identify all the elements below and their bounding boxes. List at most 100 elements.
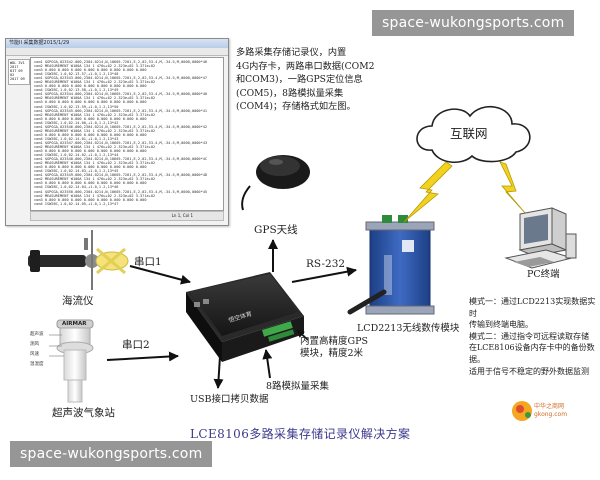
sensor-part-label: 测风 [30, 342, 39, 347]
log-line: com3 0.000 0.000 0.000 0.000 0.000 0.000… [34, 68, 147, 73]
log-line: com1 $GPGGA,023550.000,2304.0214,N,10605… [34, 189, 208, 194]
log-line: com1 $GPGGA,023547.000,2304.0214,N,10605… [34, 140, 208, 145]
mode-line: 模式二：通过指令可远程读取存储 [469, 331, 589, 341]
label-serial2: 串口2 [122, 339, 150, 351]
log-line: com4 ISW2BC,1.0,02.14.03,+1.0,1.2,13*45 [34, 169, 119, 174]
internet-cloud-icon [416, 106, 531, 163]
description-line: 4G内存卡，两路串口数据(COM2 [236, 60, 375, 72]
log-line: com2 MEASUREMENT W100A 134 1 476u+02 2.3… [34, 177, 156, 182]
side-line: WDL 3V1 2017 [10, 61, 25, 69]
log-line: com3 0.000 0.000 0.000 0.000 0.000 0.000… [34, 100, 147, 105]
gps-antenna-icon [241, 155, 310, 211]
site-logo-text: 中华之商网 gkong.com [534, 403, 567, 419]
label-usb: USB接口拷贝数据 [190, 394, 269, 405]
log-line: com1 $GPGGA,023543.000,2304.0214,N,10605… [34, 76, 208, 81]
sensor-part-label: 风速 [30, 352, 39, 357]
log-line: com3 0.000 0.000 0.000 0.000 0.000 0.000… [34, 149, 147, 154]
side-line: BIT 09 02 [10, 69, 23, 77]
log-line: com1 $GPGGA,023545.000,2304.0214,N,10605… [34, 108, 208, 113]
screenshot-side-panel: WDL 3V1 2017 BIT 09 02 2017 09 [8, 59, 30, 85]
log-line: com4 ISW2BC,1.0,02.14.00,+1.0,1.2,13*42 [34, 120, 119, 125]
weather-station-icon [49, 319, 94, 403]
pc-terminal-icon [504, 207, 577, 269]
log-line: com3 0.000 0.000 0.000 0.000 0.000 0.000… [34, 165, 147, 170]
log-line: com1 $GPGGA,023548.000,2304.0214,N,10605… [34, 157, 208, 162]
current-meter-icon [28, 230, 129, 290]
gps-module-line: 模块，精度2米 [300, 348, 364, 359]
log-line: com1 $GPGGA,023542.000,2304.0214,N,10605… [34, 60, 208, 64]
label-pc: PC终端 [527, 269, 560, 280]
log-line: com2 MEASUREMENT W100A 134 1 476u+02 2.3… [34, 64, 156, 69]
label-gps-antenna: GPS天线 [254, 224, 298, 236]
label-serial1: 串口1 [134, 256, 162, 268]
description-text: 多路采集存储记录仪，内置 4G内存卡，两路串口数据(COM2 和COM3)，一路… [236, 46, 376, 114]
arrow-serial2 [106, 351, 179, 362]
description-line: (COM5)，8路模拟量采集 [236, 87, 344, 99]
gps-module-line: 内置高精度GPS [300, 336, 368, 347]
log-line: com3 0.000 0.000 0.000 0.000 0.000 0.000… [34, 197, 147, 202]
log-line: com2 MEASUREMENT W100A 134 1 476u+02 2.3… [34, 112, 156, 117]
log-line: com3 0.000 0.000 0.000 0.000 0.000 0.000… [34, 132, 147, 137]
side-line: 2017 09 [10, 77, 25, 81]
logo-line: 中华之商网 [534, 403, 565, 410]
label-analog: 8路模拟量采集 [266, 381, 330, 392]
sensor-part-label: 超声波 [30, 332, 44, 337]
data-log-screenshot: 节能II 采集数据2015/1/29 WDL 3V1 2017 BIT 09 0… [5, 38, 229, 226]
log-line: com4 ISW2BC,1.0,02.14.01,+1.0,1.2,13*43 [34, 136, 119, 141]
log-line: com3 0.000 0.000 0.000 0.000 0.000 0.000… [34, 116, 147, 121]
mode-line: 据。 [469, 354, 485, 364]
sensor-parts: 超声波 测风 风速 温湿度 [30, 330, 44, 370]
wireless-bolt-icon [403, 161, 453, 223]
description-line: 多路采集存储记录仪，内置 [236, 47, 347, 58]
log-line: com3 0.000 0.000 0.000 0.000 0.000 0.000… [34, 181, 147, 186]
modes-text: 模式一：通过LCD2213实现数据实时 传输到终端电脑。 模式二：通过指令可远程… [469, 296, 597, 377]
label-rs232: RS-232 [306, 258, 346, 270]
label-modem: LCD2213无线数传模块 [357, 323, 460, 334]
description-line: (COM4)；存储格式如左图。 [236, 101, 356, 113]
log-line: com2 MEASUREMENT W100A 134 1 476u+02 2.3… [34, 193, 156, 198]
label-current-meter: 海流仪 [62, 295, 94, 307]
arrow-rs232 [291, 266, 357, 283]
arrow-usb [213, 355, 224, 389]
label-weather-station: 超声波气象站 [52, 407, 115, 419]
screenshot-titlebar: 节能II 采集数据2015/1/29 [6, 39, 228, 48]
log-line: com3 0.000 0.000 0.000 0.000 0.000 0.000… [34, 84, 147, 89]
modem-icon [347, 215, 435, 315]
log-line: com4 ISW2BC,1.0,02.14.04,+1.0,1.2,13*46 [34, 185, 119, 190]
logger-device-icon [186, 272, 304, 362]
log-line: com4 ISW2BC,1.0,02.13.58,+1.0,1.2,13*49 [34, 88, 119, 93]
mode-line: 适用于信号不稳定的野外数据监测 [469, 366, 589, 376]
watermark-bottom: space-wukongsports.com [10, 441, 213, 467]
mode-line: 模式一：通过LCD2213实现数据实时 [469, 297, 596, 318]
log-line: com4 ISW2BC,1.0,02.13.57,+1.0,1.2,13*48 [34, 72, 119, 77]
log-line: com1 $GPGGA,023546.000,2304.0214,N,10605… [34, 124, 208, 129]
log-line: com2 MEASUREMENT W100A 134 1 476u+02 2.3… [34, 96, 156, 101]
screenshot-statusbar: Ln 1, Col 1 [30, 211, 224, 221]
log-line: com4 ISW2BC,1.0,02.13.59,+1.0,1.2,13*50 [34, 104, 119, 109]
log-line: com1 $GPGGA,023549.000,2304.0214,N,10605… [34, 173, 208, 178]
site-logo-icon [512, 401, 532, 421]
sensor-part-label: 温湿度 [30, 362, 44, 367]
log-line: com4 ISW2BC,1.0,02.14.02,+1.0,1.2,13*44 [34, 153, 119, 158]
log-line: com1 $GPGGA,023544.000,2304.0214,N,10605… [34, 92, 208, 97]
label-internet: 互联网 [450, 126, 488, 141]
arrow-analog [262, 349, 273, 379]
description-line: 和COM3)，一路GPS定位信息 [236, 74, 363, 86]
watermark-top: space-wukongsports.com [372, 10, 575, 36]
label-gps-module: 内置高精度GPS 模块，精度2米 [300, 336, 368, 360]
log-line: com2 MEASUREMENT W100A 134 1 476u+02 2.3… [34, 128, 156, 133]
screenshot-menubar [6, 48, 228, 56]
sensor-brand-text: AIRMAR [62, 321, 87, 327]
screenshot-document: com1 $GPGGA,023542.000,2304.0214,N,10605… [30, 57, 224, 211]
log-line: com2 MEASUREMENT W100A 134 1 476u+02 2.3… [34, 161, 156, 166]
logo-line: gkong.com [534, 411, 568, 418]
wireless-bolt-icon [499, 161, 527, 215]
arrow-gps-module [296, 329, 309, 341]
mode-line: 在LCE8106设备内存卡中的备份数 [469, 343, 595, 353]
arrow-serial1 [129, 265, 191, 285]
mode-line: 传输到终端电脑。 [469, 320, 533, 330]
log-line: com2 MEASUREMENT W100A 134 1 476u+02 2.3… [34, 144, 156, 149]
log-line: com2 MEASUREMENT W100A 134 1 476u+02 2.3… [34, 80, 156, 85]
diagram-caption: LCE8106多路采集存储记录仪解决方案 [190, 427, 411, 441]
